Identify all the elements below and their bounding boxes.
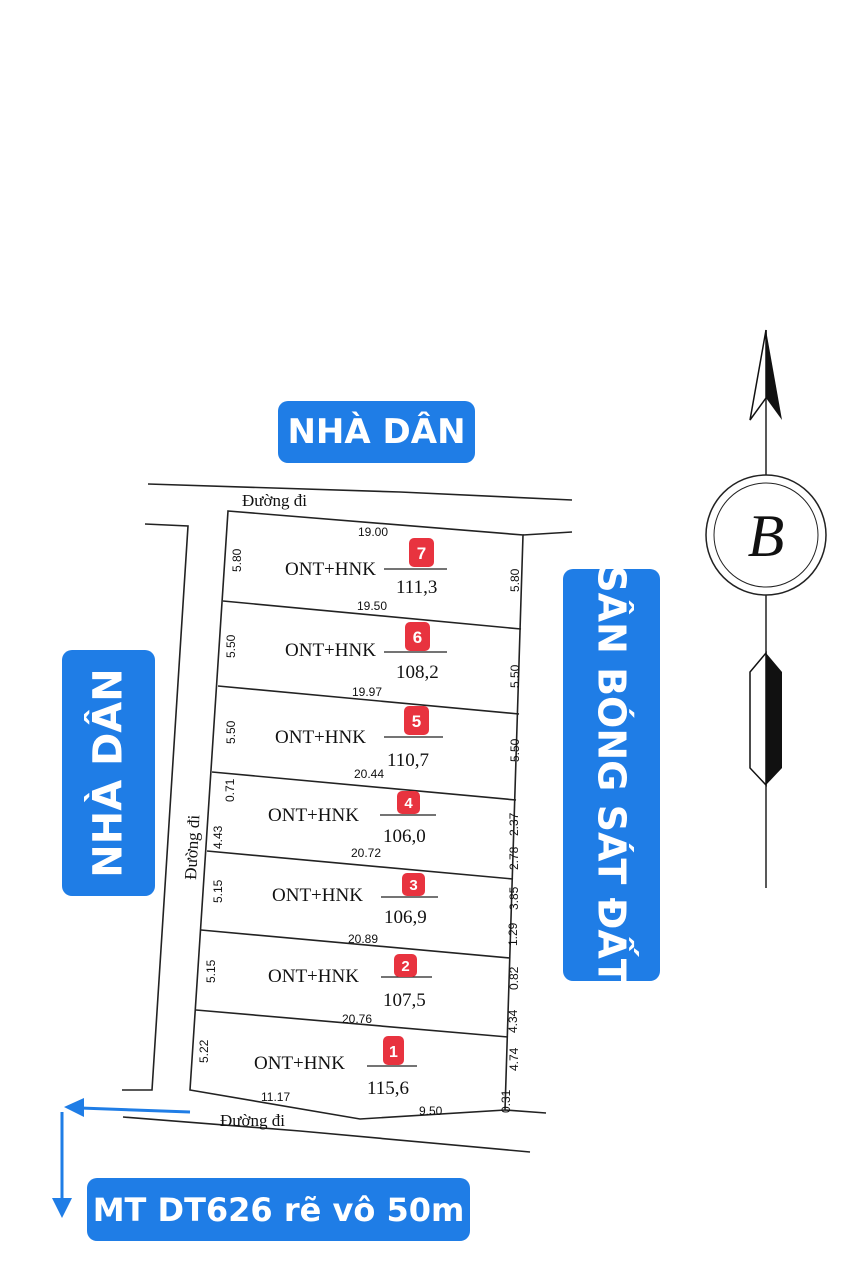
lot-6-use: ONT+HNK	[285, 640, 376, 661]
top-road-upper-edge	[147, 483, 573, 501]
bottom-road-inner-right	[504, 1109, 547, 1114]
lot-6-top-dim: 19.50	[357, 599, 387, 613]
lot-1: 20.76 5.22 4.74 0.31 11.17 9.50 ONT+HNK …	[197, 1012, 521, 1118]
lot-6-badge	[405, 622, 430, 651]
label-right-text: SÂN BÓNG SÁT ĐẤT	[589, 565, 634, 985]
lot-3-area: 106,9	[384, 907, 427, 928]
lot-6-number: 6	[413, 628, 422, 647]
lot-2-area: 107,5	[383, 990, 426, 1011]
label-left-neighbor: NHÀ DÂN	[62, 650, 155, 896]
lot-3-right-dim-a: 3.85	[507, 886, 521, 910]
road-label-left: Đường đi	[181, 814, 203, 880]
lot-4-right-dim-a: 2.37	[507, 812, 521, 836]
lot-2-right-dim-b: 4.34	[506, 1009, 520, 1033]
lot-5: 19.97 5.50 5.50 ONT+HNK 5 110,7	[224, 685, 522, 771]
lot-4-badge	[397, 791, 420, 814]
lot-1-right-dim-a: 4.74	[507, 1047, 521, 1071]
lot-1-badge	[383, 1036, 404, 1065]
lot-4-left-dim-b: 4.43	[211, 825, 225, 849]
lot-1-right-dim-b: 0.31	[499, 1089, 513, 1113]
road-label-top: Đường đi	[242, 491, 307, 510]
lot-3-left-dim: 5.15	[211, 879, 225, 903]
lot-3-right-dim-b: 1.29	[506, 922, 520, 946]
lot-boundaries	[189, 510, 524, 1120]
lot-5-top-dim: 19.97	[352, 685, 382, 699]
road-lines	[122, 483, 573, 1153]
lot-7-badge	[409, 538, 434, 567]
lot-6-left-dim: 5.50	[224, 634, 238, 658]
lot-1-top-dim: 20.76	[342, 1012, 372, 1026]
lot-2: 20.89 5.15 0.82 4.34 ONT+HNK 2 107,5	[204, 932, 521, 1033]
lot-1-left-dim: 5.22	[197, 1039, 211, 1063]
lot-7-right-dim: 5.80	[508, 568, 522, 592]
label-bottom-direction: MT DT626 rẽ vô 50m	[87, 1178, 470, 1241]
lot-divider-4-3	[206, 850, 514, 880]
lot-7: 19.00 5.80 5.80 ONT+HNK 7 111,3	[230, 525, 522, 598]
lot-5-badge	[404, 706, 429, 735]
road-label-bottom: Đường đi	[220, 1111, 285, 1130]
lot-2-use: ONT+HNK	[268, 966, 359, 987]
lot-7-area: 111,3	[396, 577, 437, 598]
lot-divider-6-5	[217, 685, 520, 715]
parcel-outline	[189, 510, 524, 1120]
lot-2-badge	[394, 954, 417, 977]
label-top-neighbor: NHÀ DÂN	[278, 401, 475, 463]
lot-7-number: 7	[417, 544, 426, 563]
lot-2-number: 2	[401, 958, 409, 975]
lot-1-area: 115,6	[367, 1078, 409, 1099]
lot-4-use: ONT+HNK	[268, 805, 359, 826]
lot-6: 19.50 5.50 5.50 ONT+HNK 6 108,2	[224, 599, 522, 688]
lot-4-right-dim-b: 2.78	[507, 846, 521, 870]
label-right-field: SÂN BÓNG SÁT ĐẤT	[563, 565, 660, 985]
lot-divider-2-1	[195, 1009, 509, 1038]
lot-4-left-dim-a: 0.71	[223, 778, 237, 802]
lot-5-left-dim: 5.50	[224, 720, 238, 744]
lot-2-right-dim-a: 0.82	[507, 966, 521, 990]
lot-7-top-dim: 19.00	[358, 525, 388, 539]
bottom-road-outer-edge	[122, 1116, 531, 1153]
left-road-outer-edge	[122, 523, 189, 1091]
direction-arrow	[52, 1098, 191, 1218]
lot-3-top-dim: 20.72	[351, 846, 381, 860]
lot-4: 20.44 0.71 4.43 2.37 2.78 ONT+HNK 4 106,…	[211, 767, 521, 870]
lot-2-left-dim: 5.15	[204, 959, 218, 983]
lot-4-top-dim: 20.44	[354, 767, 384, 781]
lot-3-use: ONT+HNK	[272, 885, 363, 906]
lot-2-top-dim: 20.89	[348, 932, 378, 946]
compass-ring	[705, 474, 827, 596]
lot-3-badge	[402, 873, 425, 896]
lot-divider-7-6	[222, 600, 522, 630]
lot-4-number: 4	[404, 795, 413, 812]
lot-5-use: ONT+HNK	[275, 727, 366, 748]
lot-5-number: 5	[412, 712, 421, 731]
lot-1-bottom-dim-b: 9.50	[419, 1104, 443, 1118]
lot-4-area: 106,0	[383, 826, 426, 847]
label-left-text: NHÀ DÂN	[85, 668, 132, 878]
lot-3: 20.72 5.15 3.85 1.29 ONT+HNK 3 106,9	[211, 846, 521, 946]
lot-7-use: ONT+HNK	[285, 559, 376, 580]
lot-divider-3-2	[200, 929, 511, 959]
compass-letter: B	[748, 503, 785, 569]
lot-5-right-dim: 5.50	[508, 738, 522, 762]
top-road-inner-right	[522, 531, 573, 536]
lot-divider-5-4	[211, 771, 517, 801]
lot-6-right-dim: 5.50	[508, 664, 522, 688]
lot-1-use: ONT+HNK	[254, 1053, 345, 1074]
north-arrow-icon	[766, 330, 782, 420]
south-marker-icon	[766, 653, 782, 785]
lot-6-area: 108,2	[396, 662, 439, 683]
lot-1-bottom-dim-a: 11.17	[261, 1090, 290, 1104]
lot-3-number: 3	[409, 877, 417, 894]
north-compass: B	[705, 329, 827, 888]
lot-1-number: 1	[389, 1044, 398, 1061]
lot-5-area: 110,7	[387, 750, 429, 771]
lot-7-left-dim: 5.80	[230, 548, 244, 572]
